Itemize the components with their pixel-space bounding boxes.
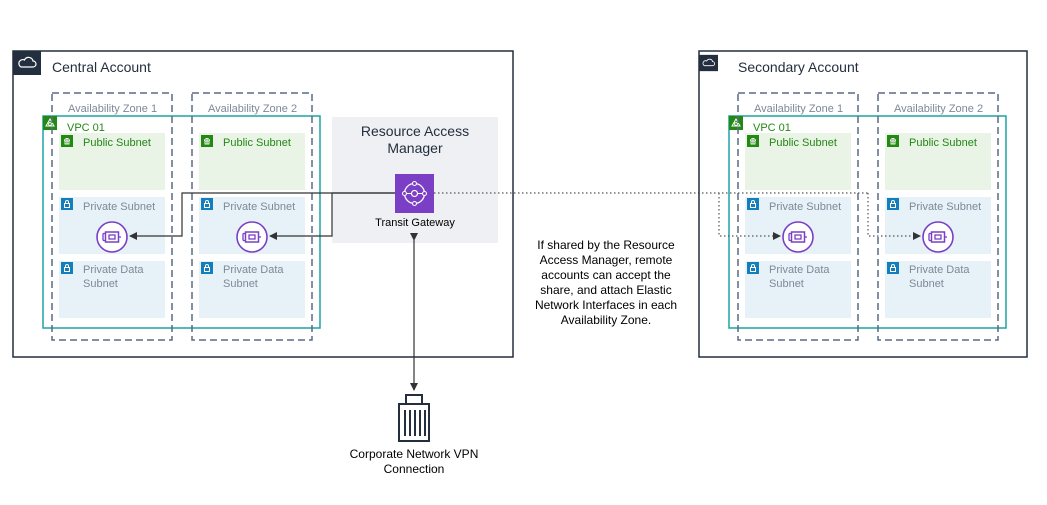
secondary-az1-public-subnet-label: Public Subnet <box>769 137 837 149</box>
central-az2-public-subnet-label: Public Subnet <box>223 137 291 149</box>
secondary-vpc-box <box>728 115 1007 329</box>
secondary-az1-private-data-subnet-label: Private Data Subnet <box>769 264 830 290</box>
lock-icon <box>201 262 213 274</box>
central-account-title: Central Account <box>52 59 151 75</box>
secondary-account-box <box>698 50 1028 358</box>
central-vpc-label: VPC 01 <box>67 122 105 134</box>
lock-icon <box>747 198 759 210</box>
secondary-az2-label: Availability Zone 2 <box>894 103 984 115</box>
eni-icon[interactable] <box>236 221 268 253</box>
cloud-icon <box>699 54 718 72</box>
eni-icon[interactable] <box>922 221 954 253</box>
central-az2-private-data-subnet-label: Private Data Subnet <box>223 264 284 290</box>
central-az2-label: Availability Zone 2 <box>208 103 298 115</box>
secondary-az1-box <box>737 92 859 341</box>
central-az1-private-data-subnet-label: Private Data Subnet <box>83 264 144 290</box>
lock-icon <box>61 262 73 274</box>
lock-icon <box>61 198 73 210</box>
transit-gateway-label: Transit Gateway <box>375 217 455 229</box>
central-az1-private-subnet-label: Private Subnet <box>83 201 156 213</box>
central-az1-box <box>51 92 173 341</box>
central-az1-public-subnet-label: Public Subnet <box>83 137 151 149</box>
building-icon <box>398 394 430 442</box>
secondary-account-title: Secondary Account <box>738 59 859 75</box>
eni-icon[interactable] <box>96 221 128 253</box>
secondary-az2-box <box>877 92 999 341</box>
central-vpc-box <box>42 115 321 329</box>
tgw-to-eni-az1-line <box>129 192 395 240</box>
corporate-network-label: Corporate Network VPN Connection <box>349 447 479 476</box>
secondary-az1-label: Availability Zone 1 <box>754 103 844 115</box>
public-subnet-icon <box>887 135 899 147</box>
lock-icon <box>887 198 899 210</box>
vpc-icon <box>729 116 743 130</box>
lock-icon <box>201 198 213 210</box>
tgw-to-eni-az2-line <box>269 192 395 240</box>
secondary-az1-private-subnet-label: Private Subnet <box>769 201 842 213</box>
lock-icon <box>747 262 759 274</box>
transit-gateway-icon[interactable] <box>395 174 434 213</box>
secondary-vpc-label: VPC 01 <box>753 122 791 134</box>
lock-icon <box>887 262 899 274</box>
vpc-icon <box>43 116 57 130</box>
eni-icon[interactable] <box>782 221 814 253</box>
public-subnet-icon <box>201 135 213 147</box>
cloud-icon <box>13 51 41 75</box>
central-az2-private-subnet-label: Private Subnet <box>223 201 296 213</box>
ram-title: Resource Access Manager <box>360 123 470 156</box>
sharing-note: If shared by the Resource Access Manager… <box>534 238 678 327</box>
secondary-az2-private-subnet-label: Private Subnet <box>909 201 982 213</box>
public-subnet-icon <box>61 135 73 147</box>
secondary-az2-public-subnet-label: Public Subnet <box>909 137 977 149</box>
central-az2-subnets <box>199 133 305 318</box>
public-subnet-icon <box>747 135 759 147</box>
central-account-box <box>12 50 514 358</box>
central-az2-box <box>191 92 313 341</box>
secondary-az2-private-data-subnet-label: Private Data Subnet <box>909 264 970 290</box>
central-az1-label: Availability Zone 1 <box>68 103 158 115</box>
